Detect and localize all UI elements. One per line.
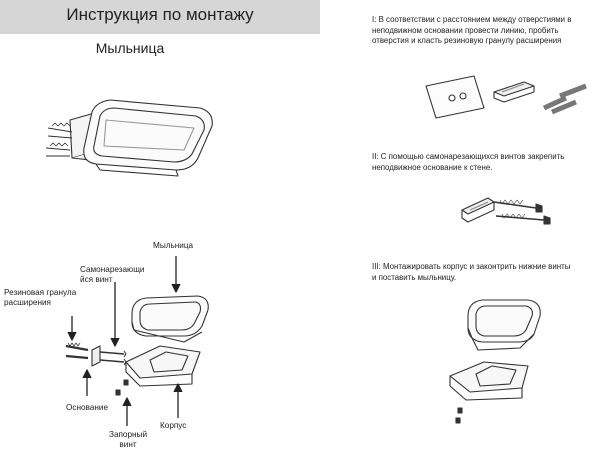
- step1-illustration: [425, 75, 587, 119]
- step3-illustration: [449, 299, 541, 424]
- product-title: Мыльница: [95, 40, 165, 56]
- soap-dish-main-illustration: [45, 99, 213, 177]
- step2-illustration: [461, 197, 551, 225]
- label-locking-screw: Запорный винт: [109, 430, 148, 449]
- label-arrows: [67, 256, 183, 426]
- label-base: Основание: [66, 403, 108, 412]
- step-3-text: III: Монтажировать корпус и законтрить н…: [372, 262, 571, 282]
- step-1-text: I: В соответствии с расстоянием между от…: [372, 15, 572, 45]
- step-2-text: II: С помощью самонарезающихся винтов за…: [372, 152, 565, 172]
- label-soap-dish: Мыльница: [153, 241, 194, 250]
- exploded-view-illustration: [65, 295, 209, 396]
- label-body: Корпус: [160, 421, 187, 430]
- header-bar: [0, 0, 320, 34]
- page-title: Инструкция по монтажу: [66, 5, 254, 24]
- label-self-tapping-screw: Самонарезающи йся винт: [80, 265, 145, 284]
- label-rubber-plug: Резиновая гранула расширения: [4, 288, 77, 307]
